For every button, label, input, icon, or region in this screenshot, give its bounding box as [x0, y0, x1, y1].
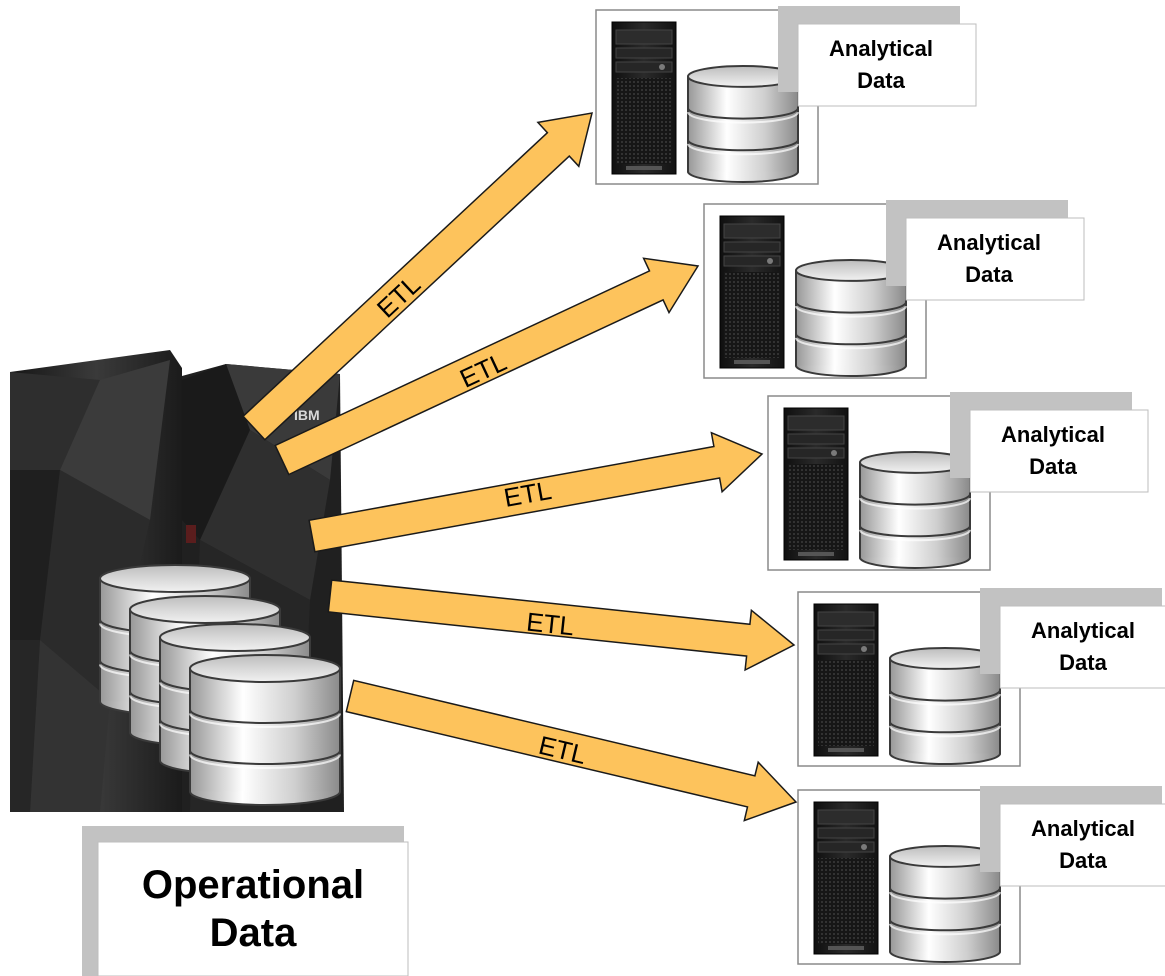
analytical-label-line1: Analytical	[1001, 422, 1105, 447]
analytical-database-icon	[859, 451, 971, 569]
etl-arrow: ETL	[308, 431, 764, 553]
etl-label: ETL	[525, 606, 576, 641]
analytical-label-line2: Data	[965, 262, 1013, 287]
tower-server-icon	[813, 603, 879, 757]
operational-database-stack	[99, 564, 341, 806]
analytical-label-line2: Data	[1029, 454, 1077, 479]
etl-arrow: ETL	[274, 257, 700, 476]
tower-server-icon	[813, 801, 879, 955]
etl-arrow: ETL	[327, 579, 796, 672]
analytical-label-line1: Analytical	[937, 230, 1041, 255]
analytical-database-icon	[795, 259, 907, 377]
tower-server-icon	[611, 21, 677, 175]
mainframe-brand: IBM	[294, 407, 320, 423]
operational-database-icon	[189, 654, 341, 806]
tower-server-icon	[719, 215, 785, 369]
operational-label-line2: Data	[210, 911, 297, 955]
analytical-servers: AnalyticalDataAnalyticalDataAnalyticalDa…	[595, 6, 1165, 965]
analytical-database-icon	[687, 65, 799, 183]
operational-data-label: Operational Data	[82, 826, 409, 976]
analytical-database-icon	[889, 647, 1001, 765]
operational-label-line1: Operational	[142, 863, 364, 907]
analytical-label-line2: Data	[857, 68, 905, 93]
tower-server-icon	[783, 407, 849, 561]
analytical-label-line2: Data	[1059, 650, 1107, 675]
etl-arrow: ETL	[345, 679, 798, 822]
analytical-label-line2: Data	[1059, 848, 1107, 873]
analytical-label-line1: Analytical	[1031, 618, 1135, 643]
analytical-label-line1: Analytical	[829, 36, 933, 61]
analytical-label-line1: Analytical	[1031, 816, 1135, 841]
